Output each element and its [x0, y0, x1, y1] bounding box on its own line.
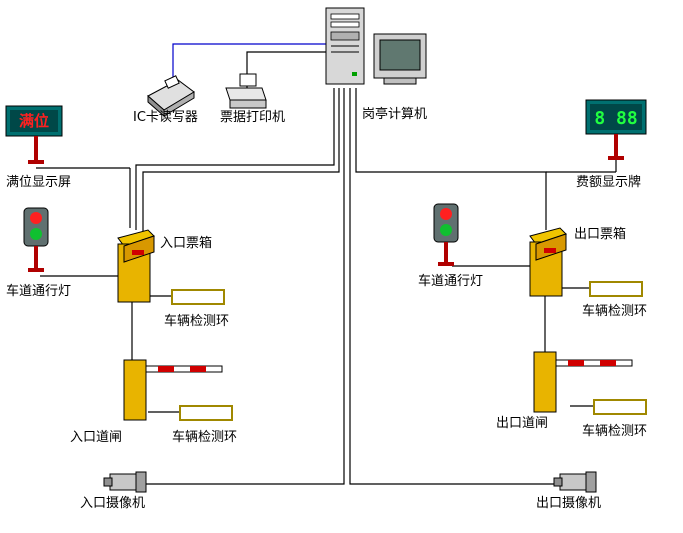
full-display-sign-text: 满位	[19, 112, 49, 130]
exit-detection-loop-2	[593, 399, 647, 415]
entry-detection-loop-1	[171, 289, 225, 305]
entry-loop-2-label: 车辆检测环	[172, 430, 238, 445]
booth-computer-label: 岗亭计算机	[362, 107, 428, 122]
ic-card-reader-icon	[147, 75, 195, 118]
monitor-icon	[373, 33, 427, 85]
exit-ticket-box-label: 出口票箱	[574, 227, 627, 242]
full-display-label: 满位显示屏	[6, 175, 72, 190]
network-wire	[172, 43, 328, 90]
exit-ticket-box-icon	[529, 227, 567, 297]
entry-traffic-light-icon	[23, 207, 49, 272]
full-display-sign-icon	[5, 105, 63, 164]
printer-icon	[225, 73, 267, 109]
exit-loop-2-label: 车辆检测环	[582, 424, 648, 439]
wire-in-camera	[146, 88, 345, 485]
ic-reader-label: IC卡读写器	[133, 110, 198, 125]
entry-traffic-light-label: 车道通行灯	[6, 284, 72, 299]
wire-out-ticket-box	[355, 88, 547, 230]
entry-barrier-icon	[123, 359, 223, 421]
wire-in-ticket-box	[135, 88, 335, 230]
wiring	[36, 88, 617, 485]
entry-barrier-label: 入口道闸	[70, 430, 123, 445]
exit-traffic-light-icon	[433, 203, 459, 266]
wire-printer	[246, 51, 330, 90]
exit-camera-icon	[553, 471, 597, 493]
entry-ticket-box-label: 入口票箱	[160, 236, 213, 251]
printer-label: 票据打印机	[220, 110, 286, 125]
exit-barrier-icon	[533, 351, 633, 413]
entry-loop-1-label: 车辆检测环	[164, 314, 230, 329]
fee-display-sign-text: 8 88	[594, 108, 637, 129]
entry-camera-label: 入口摄像机	[80, 496, 146, 511]
exit-detection-loop-1	[589, 281, 643, 297]
exit-loop-1-label: 车辆检测环	[582, 304, 648, 319]
exit-traffic-light-label: 车道通行灯	[418, 274, 484, 289]
wire-out-camera	[349, 88, 558, 485]
wire-in-ticket-box-2	[142, 88, 340, 232]
entry-detection-loop-2	[179, 405, 233, 421]
fee-display-sign-icon	[585, 99, 647, 160]
exit-camera-label: 出口摄像机	[536, 496, 602, 511]
entry-ticket-box-icon	[117, 229, 155, 303]
fee-display-label: 费额显示牌	[576, 175, 642, 190]
exit-barrier-label: 出口道闸	[496, 416, 549, 431]
computer-tower-icon	[325, 7, 365, 85]
entry-camera-icon	[103, 471, 147, 493]
